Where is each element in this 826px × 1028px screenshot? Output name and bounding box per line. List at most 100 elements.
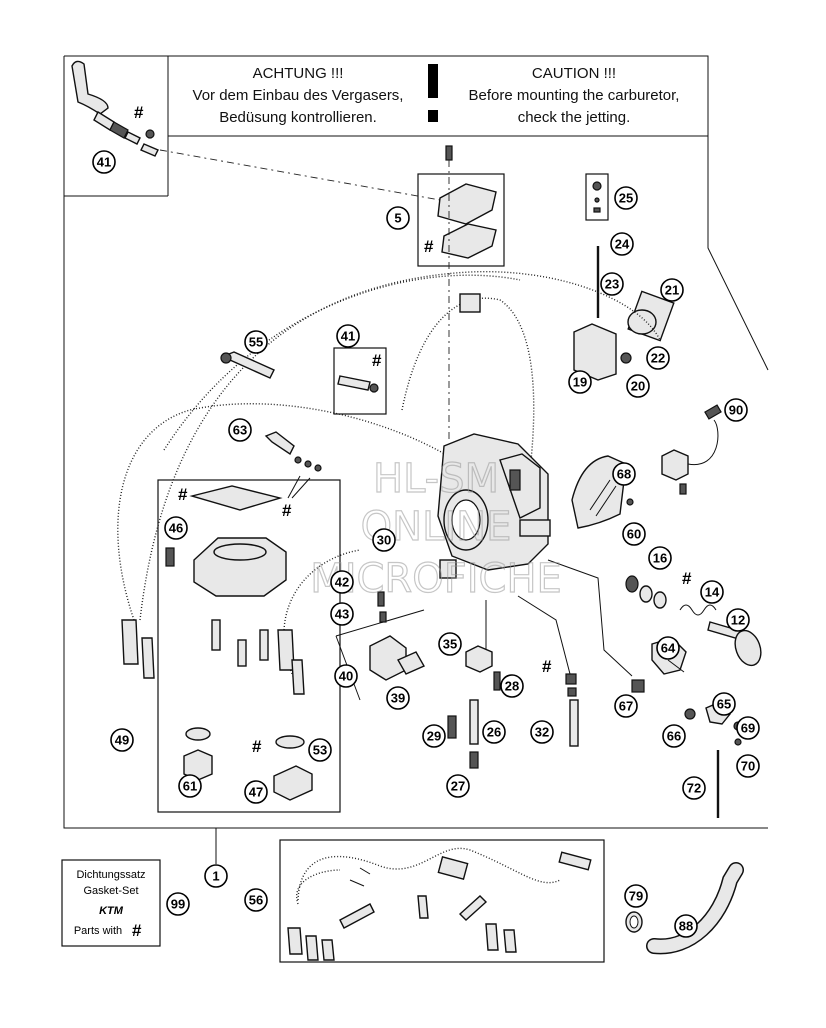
callout-number: 21 bbox=[665, 283, 679, 298]
top-cover-box bbox=[417, 173, 505, 267]
callout-25: 25 bbox=[614, 186, 638, 210]
callout-1: 1 bbox=[204, 864, 228, 888]
hash-symbol: # bbox=[682, 569, 692, 588]
callout-number: 46 bbox=[169, 521, 183, 536]
callout-number: 27 bbox=[451, 779, 465, 794]
callout-24: 24 bbox=[610, 232, 634, 256]
callout-number: 66 bbox=[667, 729, 681, 744]
callout-circle bbox=[500, 674, 524, 698]
callout-number: 90 bbox=[729, 403, 743, 418]
callout-35: 35 bbox=[438, 632, 462, 656]
callout-41: 41 bbox=[92, 150, 116, 174]
callout-60: 60 bbox=[622, 522, 646, 546]
callout-5: 5 bbox=[386, 206, 410, 230]
callout-67: 67 bbox=[614, 694, 638, 718]
callout-number: 28 bbox=[505, 679, 519, 694]
callout-number: 41 bbox=[341, 329, 355, 344]
idle-adjuster-screw bbox=[220, 351, 275, 379]
callout-12: 12 bbox=[726, 608, 750, 632]
callout-circle bbox=[648, 546, 672, 570]
throttle-shaft bbox=[707, 621, 762, 667]
callout-circle bbox=[334, 664, 358, 688]
callout-circle bbox=[610, 232, 634, 256]
accelerator-pump-cover: # bbox=[252, 735, 313, 801]
callout-56: 56 bbox=[244, 888, 268, 912]
callout-circle bbox=[674, 914, 698, 938]
callout-65: 65 bbox=[712, 692, 736, 716]
tps-connector bbox=[661, 404, 722, 495]
callout-number: 53 bbox=[313, 743, 327, 758]
callout-42: 42 bbox=[330, 570, 354, 594]
callout-number: 61 bbox=[183, 779, 197, 794]
callout-99: 99 bbox=[166, 892, 190, 916]
callout-circle bbox=[330, 602, 354, 626]
callout-circle bbox=[386, 206, 410, 230]
callout-28: 28 bbox=[500, 674, 524, 698]
callout-number: 30 bbox=[377, 533, 391, 548]
callout-number: 79 bbox=[629, 889, 643, 904]
callout-63: 63 bbox=[228, 418, 252, 442]
callout-circle bbox=[244, 888, 268, 912]
callout-79: 79 bbox=[624, 884, 648, 908]
callout-circle bbox=[682, 776, 706, 800]
callout-20: 20 bbox=[626, 374, 650, 398]
callout-circle bbox=[482, 720, 506, 744]
callout-49: 49 bbox=[110, 728, 134, 752]
callout-number: 42 bbox=[335, 575, 349, 590]
hash-symbol: # bbox=[424, 237, 434, 256]
callout-circle bbox=[736, 716, 760, 740]
callout-69: 69 bbox=[736, 716, 760, 740]
overflow-hoses-left bbox=[121, 619, 305, 695]
pilot-jet bbox=[259, 629, 269, 661]
callout-number: 43 bbox=[335, 607, 349, 622]
callout-number: 69 bbox=[741, 721, 755, 736]
gasket-set-box bbox=[61, 859, 161, 947]
callout-number: 1 bbox=[212, 869, 219, 884]
callout-number: 99 bbox=[171, 897, 185, 912]
callout-90: 90 bbox=[724, 398, 748, 422]
callout-number: 5 bbox=[394, 211, 401, 226]
callout-27: 27 bbox=[446, 774, 470, 798]
callout-circle bbox=[724, 398, 748, 422]
callout-number: 29 bbox=[427, 729, 441, 744]
throttle-washers: # bbox=[625, 569, 692, 609]
fuel-screw-box bbox=[333, 347, 387, 415]
callout-number: 12 bbox=[731, 613, 745, 628]
warning-en-line2: check the jetting. bbox=[518, 109, 631, 126]
hot-start-plunger bbox=[369, 635, 425, 681]
callout-circle bbox=[726, 608, 750, 632]
callout-number: 35 bbox=[443, 637, 457, 652]
float-bowl bbox=[165, 537, 287, 597]
brand-logo: KTM bbox=[99, 905, 124, 917]
outer-frame bbox=[63, 55, 769, 829]
callout-number: 72 bbox=[687, 781, 701, 796]
callout-number: 41 bbox=[97, 155, 111, 170]
warning-de-line2: Bedüsung kontrollieren. bbox=[219, 109, 377, 126]
drain-jet bbox=[211, 619, 221, 651]
watermark-line1: HL-SM bbox=[373, 456, 499, 502]
callout-23: 23 bbox=[600, 272, 624, 296]
gasket-set-en: Gasket-Set bbox=[83, 885, 138, 897]
callout-number: 60 bbox=[627, 527, 641, 542]
drain-plug-oring bbox=[185, 727, 211, 741]
callout-circle bbox=[204, 864, 228, 888]
callout-circle bbox=[244, 780, 268, 804]
callout-circle bbox=[660, 278, 684, 302]
warning-en-title: CAUTION !!! bbox=[532, 65, 616, 82]
callout-circle bbox=[178, 774, 202, 798]
callout-circle bbox=[92, 150, 116, 174]
callout-number: 88 bbox=[679, 919, 693, 934]
callout-number: 56 bbox=[249, 893, 263, 908]
hash-symbol: # bbox=[132, 921, 142, 940]
hash-symbol: # bbox=[252, 737, 262, 756]
gasket-set-parts-with: Parts with bbox=[74, 925, 122, 937]
warning-en-line1: Before mounting the carburetor, bbox=[469, 87, 680, 104]
callout-number: 24 bbox=[615, 237, 630, 252]
callout-circle bbox=[372, 528, 396, 552]
callout-circle bbox=[438, 632, 462, 656]
callout-circle bbox=[626, 374, 650, 398]
carburetor-top-cover: # bbox=[424, 183, 497, 259]
callout-number: 25 bbox=[619, 191, 633, 206]
callout-circle bbox=[656, 636, 680, 660]
